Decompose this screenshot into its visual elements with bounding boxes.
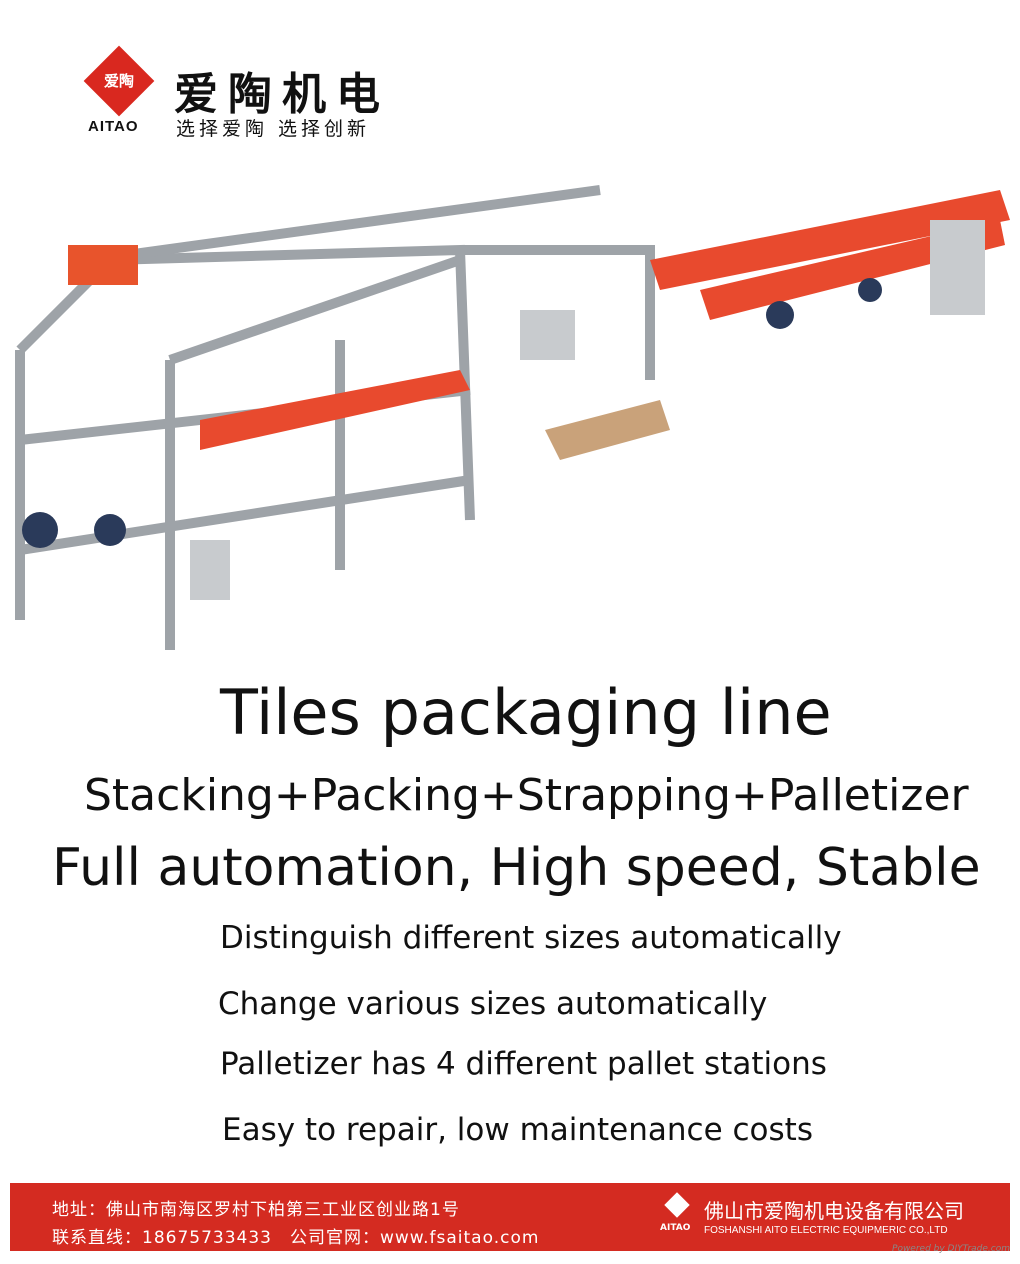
logo-brand-cn: 爱陶机电 [174, 69, 390, 120]
machine-cover [68, 245, 138, 285]
footer-logo-text: AITAO [660, 1223, 691, 1233]
headline-tagline: Full automation, High speed, Stable [52, 838, 981, 898]
logo-brand-en: AITAO [88, 118, 139, 135]
logo-slogan: 选择爱陶 选择创新 [176, 118, 371, 140]
headline-subtitle: Stacking+Packing+Strapping+Palletizer [84, 770, 969, 821]
footer-logo-icon [664, 1192, 690, 1218]
footer-company-cn: 佛山市爱陶机电设备有限公司 [704, 1199, 964, 1223]
headline-title: Tiles packaging line [220, 676, 832, 749]
footer-contact: 联系直线：18675733433 公司官网：www.fsaitao.com [52, 1228, 540, 1248]
footer-address: 地址：佛山市南海区罗村下柏第三工业区创业路1号 [52, 1200, 460, 1220]
feature-item: Palletizer has 4 different pallet statio… [220, 1046, 827, 1082]
footer-company-en: FOSHANSHI AITO ELECTRIC EQUIPMERIC CO.,L… [704, 1225, 948, 1236]
footer-banner: 地址：佛山市南海区罗村下柏第三工业区创业路1号 联系直线：18675733433… [10, 1183, 1010, 1251]
logo-badge-text: 爱陶 [103, 72, 134, 90]
feature-item: Easy to repair, low maintenance costs [222, 1112, 813, 1148]
feature-item: Distinguish different sizes automaticall… [220, 920, 842, 956]
machine-photo [15, 185, 1010, 650]
feature-item: Change various sizes automatically [218, 986, 768, 1022]
watermark: Powered by DIYTrade.com [892, 1244, 1010, 1254]
